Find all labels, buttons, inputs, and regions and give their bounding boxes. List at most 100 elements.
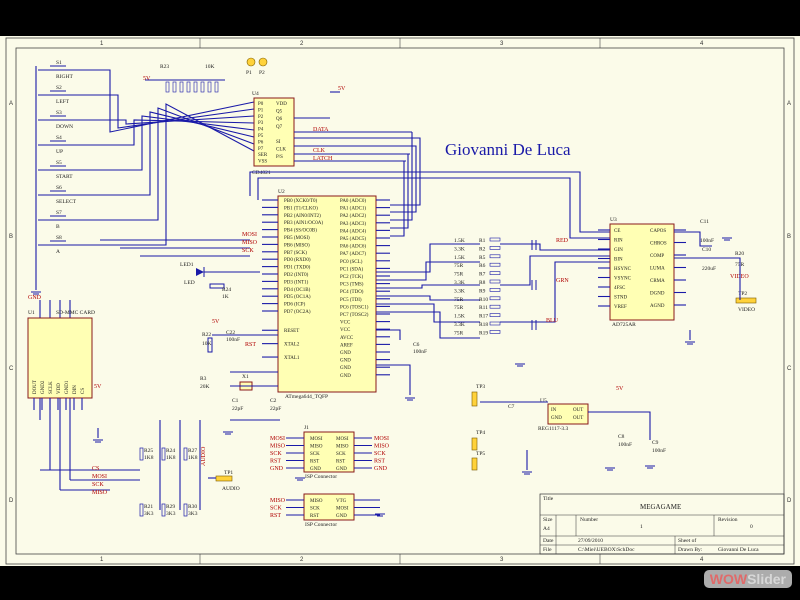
- u3-left-pin: RIN: [614, 239, 623, 244]
- led-res-ref: R24: [222, 287, 231, 293]
- j1-left-net: GND: [270, 466, 284, 472]
- j1-right-pin: GND: [336, 467, 347, 472]
- u4-right-pin: SI: [276, 140, 281, 145]
- j1-right-pin: RST: [336, 460, 345, 465]
- tb-date-label: Date: [543, 538, 554, 544]
- u2-left-pin: PB7 (SCK): [284, 251, 307, 256]
- zone-number-top: 1: [100, 41, 104, 47]
- u3-right-pin: CRMA: [650, 279, 665, 284]
- u5-name: REG1117-3.3: [538, 426, 569, 432]
- j1-left-net: SCK: [270, 451, 282, 457]
- ladder-ref: R17: [479, 314, 488, 320]
- u2-right-pin: AVCC: [340, 336, 354, 341]
- divider-ref: R24: [166, 448, 175, 454]
- button-ref: S6: [56, 185, 62, 191]
- ladder-ref: R7: [479, 272, 486, 278]
- zone-number-bottom: 2: [300, 557, 304, 563]
- ladder-ref: R2: [479, 246, 486, 252]
- u3-left-pin: VSYNC: [614, 277, 632, 282]
- ladder-ref: R5: [479, 255, 486, 261]
- ladder-ref: R19: [479, 330, 488, 336]
- pullup-ref: R23: [160, 64, 169, 70]
- divider-value: 1K8: [144, 455, 154, 461]
- reg-tp5: TP5: [476, 451, 485, 457]
- sd-pin: DOUT: [33, 380, 38, 394]
- enc-cap-1: C11: [700, 219, 709, 225]
- u2-right-pin: VCC: [340, 328, 351, 333]
- reg-cap-2-value: 100nF: [618, 442, 632, 448]
- u2-right-pin: PC0 (SCL): [340, 260, 363, 265]
- ladder-ref: R10: [479, 297, 488, 303]
- zone-letter-left: A: [9, 101, 13, 107]
- u2-left-pin: PB4 (SS/OC0B): [284, 229, 317, 234]
- spi-mosi-label: MOSI: [242, 232, 257, 238]
- microcontroller-u2: U2 ATmega644_TQFP PB0 (XCK0/T0)PB1 (T1/C…: [262, 189, 390, 400]
- j1-right-net: MISO: [374, 444, 390, 450]
- pullup-resistor: [200, 81, 205, 93]
- u4-left-pin: P4: [258, 128, 264, 133]
- reset-circuit: R22 10K C22 100nF RST 5V: [202, 319, 278, 353]
- pullup-value: 10K: [205, 64, 215, 70]
- u4-right-pin: Q6: [276, 117, 283, 122]
- u2-right-pin: PA0 (ADC0): [340, 199, 366, 204]
- title-block: Title MEGAGAME Size A4 Number 1 Revision…: [539, 493, 785, 555]
- u2-right-pin: PC2 (TCK): [340, 275, 364, 280]
- crystal-circuit: X1 C1 22pF C2 22pF R3 20K: [200, 371, 281, 421]
- divider-ref: R29: [166, 504, 175, 510]
- reg-cap-2: C8: [618, 434, 625, 440]
- u2-name: ATmega644_TQFP: [285, 394, 328, 400]
- net-blu: BLU: [546, 318, 559, 324]
- j2-left-net: MISO: [270, 498, 286, 504]
- u3-left-pin: CE: [614, 229, 620, 234]
- probe-icon: [246, 57, 256, 67]
- u4-right-pin: VDD: [276, 102, 287, 107]
- slider-watermark: WOWSlider: [703, 570, 792, 588]
- designer-heading: Giovanni De Luca: [445, 140, 571, 159]
- u3-right-pin: AGND: [650, 304, 665, 309]
- u4-left-pin: P1: [258, 108, 264, 113]
- j1-left-net: RST: [270, 459, 281, 465]
- zone-number-top: 4: [700, 41, 704, 47]
- pullup-resistor: [193, 81, 198, 93]
- u2-right-pin: PC7 (TOSC2): [340, 313, 369, 318]
- button-label-2: DOWN: [56, 124, 73, 130]
- button-ref: S3: [56, 110, 62, 116]
- u3-left-pin: VREF: [614, 305, 627, 310]
- ladder-value: 3.3K: [454, 322, 465, 328]
- u3-name: AD725AR: [612, 322, 636, 328]
- u2-right-pin: GND: [340, 351, 351, 356]
- u2-right-pin: PA3 (ADC3): [340, 222, 366, 227]
- paper: [0, 36, 800, 566]
- u2-right-pin: GND: [340, 374, 351, 379]
- probe-1-label: P1: [246, 70, 252, 76]
- j2-right-pin: MOSI: [336, 507, 349, 512]
- u4-right-pin: Q7: [276, 125, 283, 130]
- u2-left-pin: PD5 (OC1A): [284, 295, 311, 300]
- u4-name: CD4021: [252, 170, 271, 176]
- u5-pin-out2: OUT: [573, 416, 583, 421]
- u2-left-pin: PB0 (XCK0/T0): [284, 199, 318, 204]
- crystal-c1-value: 22pF: [232, 406, 243, 412]
- watermark-suffix: Slider: [747, 571, 786, 587]
- pullup-resistor: [214, 81, 219, 93]
- divider-value: 3K3: [166, 511, 176, 517]
- probe-icon: [258, 57, 268, 67]
- reg-vcc: 5V: [616, 386, 624, 392]
- pullup-resistor: [172, 81, 177, 93]
- j1-left-pin: SCK: [310, 452, 320, 457]
- u4-left-pin: VSS: [258, 160, 267, 165]
- zone-number-bottom: 1: [100, 557, 104, 563]
- u2-left-pin: PB6 (MISO): [284, 243, 310, 248]
- j1-ref: J1: [304, 425, 309, 431]
- tb-file-label: File: [543, 547, 552, 553]
- u3-left-pin: BIN: [614, 258, 623, 263]
- ladder-ref: R6: [479, 263, 486, 269]
- net-latch: LATCH: [313, 156, 333, 162]
- sd-title: SD-MMC CARD: [56, 310, 95, 316]
- j1-right-net: SCK: [374, 451, 386, 457]
- button-gnd: GND: [28, 295, 42, 301]
- tb-date: 27/09/2010: [578, 538, 603, 544]
- audio-label-vertical: AUDIO: [201, 446, 207, 466]
- divider-ref: R27: [188, 448, 197, 454]
